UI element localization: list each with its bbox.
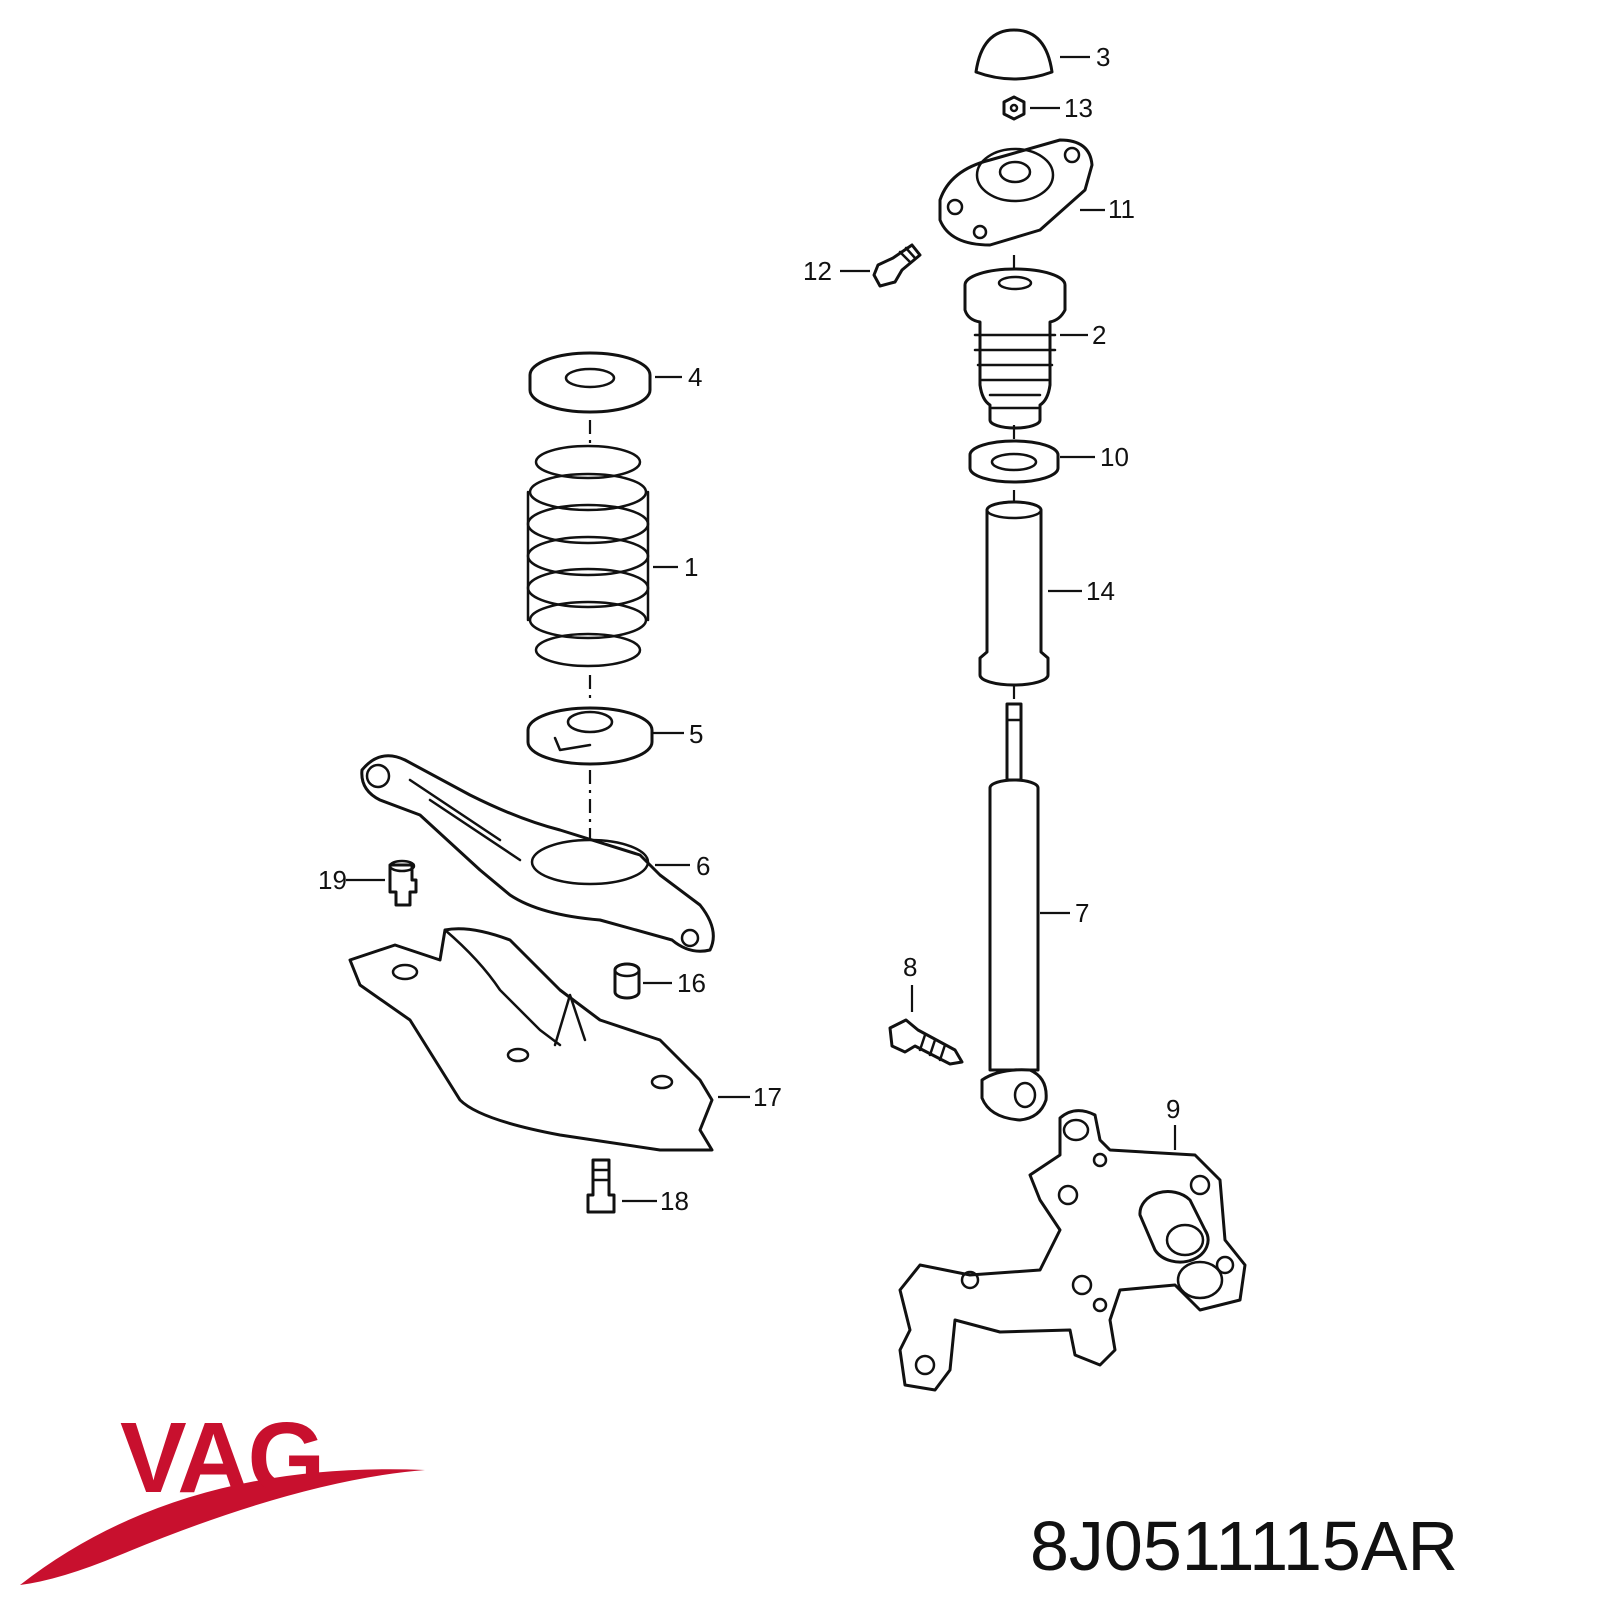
vag-logo-text: VAG [120, 1402, 323, 1514]
callout-16: 16 [677, 968, 706, 998]
part-14-dust-boot [978, 500, 1050, 687]
part-9-wheel-carrier [898, 1109, 1247, 1392]
part-18-bolt [586, 1158, 616, 1214]
part-2-bump-stop [963, 267, 1067, 430]
callout-17: 17 [753, 1082, 782, 1112]
callout-1: 1 [684, 552, 698, 582]
vag-logo: VAG [20, 1402, 425, 1585]
part-13-nut [1002, 95, 1026, 121]
part-16-bushing [613, 962, 641, 1000]
callout-6: 6 [696, 851, 710, 881]
callout-8: 8 [903, 952, 917, 982]
callout-4: 4 [688, 362, 702, 392]
part-17-subframe-bracket [348, 927, 714, 1152]
callout-11: 11 [1108, 194, 1135, 224]
part-19-bolt [388, 859, 418, 907]
callout-3: 3 [1096, 42, 1110, 72]
callout-2: 2 [1092, 320, 1106, 350]
callout-7: 7 [1075, 898, 1089, 928]
part-10-washer [968, 439, 1060, 484]
part-7-shock-absorber [980, 702, 1048, 1122]
part-12-bolt [872, 243, 922, 288]
callout-19: 19 [318, 865, 347, 895]
callout-10: 10 [1100, 442, 1129, 472]
callout-13: 13 [1064, 93, 1093, 123]
part-8-bolt [888, 1018, 964, 1066]
callout-labels: 3 13 11 12 2 4 10 1 14 5 6 19 7 8 16 17 … [318, 42, 1180, 1216]
leader-lines [346, 55, 1177, 1203]
callout-18: 18 [660, 1186, 689, 1216]
part-4-upper-spring-pad [528, 351, 652, 414]
part-3-dust-cap [974, 28, 1054, 81]
part-1-coil-spring [526, 444, 650, 668]
callout-14: 14 [1086, 576, 1115, 606]
part-6-lower-control-arm [360, 754, 715, 953]
part-number: 8J0511115AR [1030, 1507, 1458, 1585]
callout-5: 5 [689, 719, 703, 749]
callout-12: 12 [803, 256, 832, 286]
part-5-lower-spring-pad [526, 706, 654, 766]
part-11-strut-top-mount [938, 138, 1094, 247]
callout-9: 9 [1166, 1094, 1180, 1124]
